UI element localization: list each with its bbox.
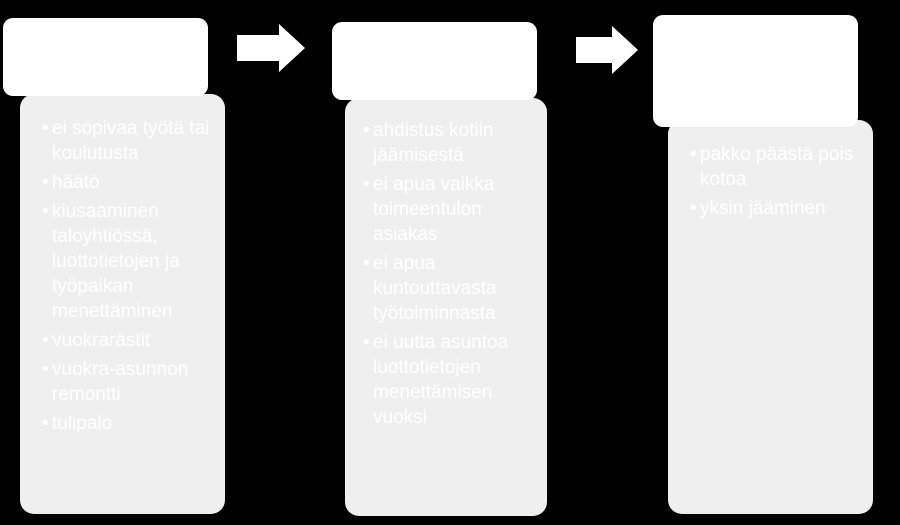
list-item: kiusaaminen taloyhtiössä, luottotietojen…	[42, 199, 217, 324]
step-1-header-box	[3, 18, 208, 96]
list-item: häätö	[42, 170, 217, 195]
list-item: ei apua kuntouttavasta työtoiminnasta	[363, 251, 539, 326]
list-item: vuokrarästit	[42, 328, 217, 353]
list-item: pakko päästä pois kotoa	[690, 142, 865, 192]
list-item: vuokra-asunnon remontti	[42, 357, 217, 407]
arrow-right-icon	[576, 26, 638, 74]
list-item: ahdistus kotiin jäämisestä	[363, 118, 539, 168]
list-item: ei sopivaa työtä tai koulutusta	[42, 116, 217, 166]
arrow-right-icon	[237, 24, 305, 72]
step-2-content-box: ahdistus kotiin jäämisestä ei apua vaikk…	[345, 98, 547, 516]
list-item: tulipalo	[42, 411, 217, 436]
list-item: ei uutta asuntoa luottotietojen menettäm…	[363, 330, 539, 430]
step-2-list: ahdistus kotiin jäämisestä ei apua vaikk…	[363, 118, 539, 430]
step-3-list: pakko päästä pois kotoa yksin jääminen	[690, 142, 865, 221]
step-1-list: ei sopivaa työtä tai koulutusta häätö ki…	[42, 116, 217, 436]
step-2-header-box	[332, 22, 537, 100]
step-3-header-box	[653, 15, 858, 127]
step-3-content-box: pakko päästä pois kotoa yksin jääminen	[668, 120, 873, 514]
step-1-content-box: ei sopivaa työtä tai koulutusta häätö ki…	[20, 94, 225, 514]
list-item: ei apua vaikka toimeentulon asiakas	[363, 172, 539, 247]
list-item: yksin jääminen	[690, 196, 865, 221]
